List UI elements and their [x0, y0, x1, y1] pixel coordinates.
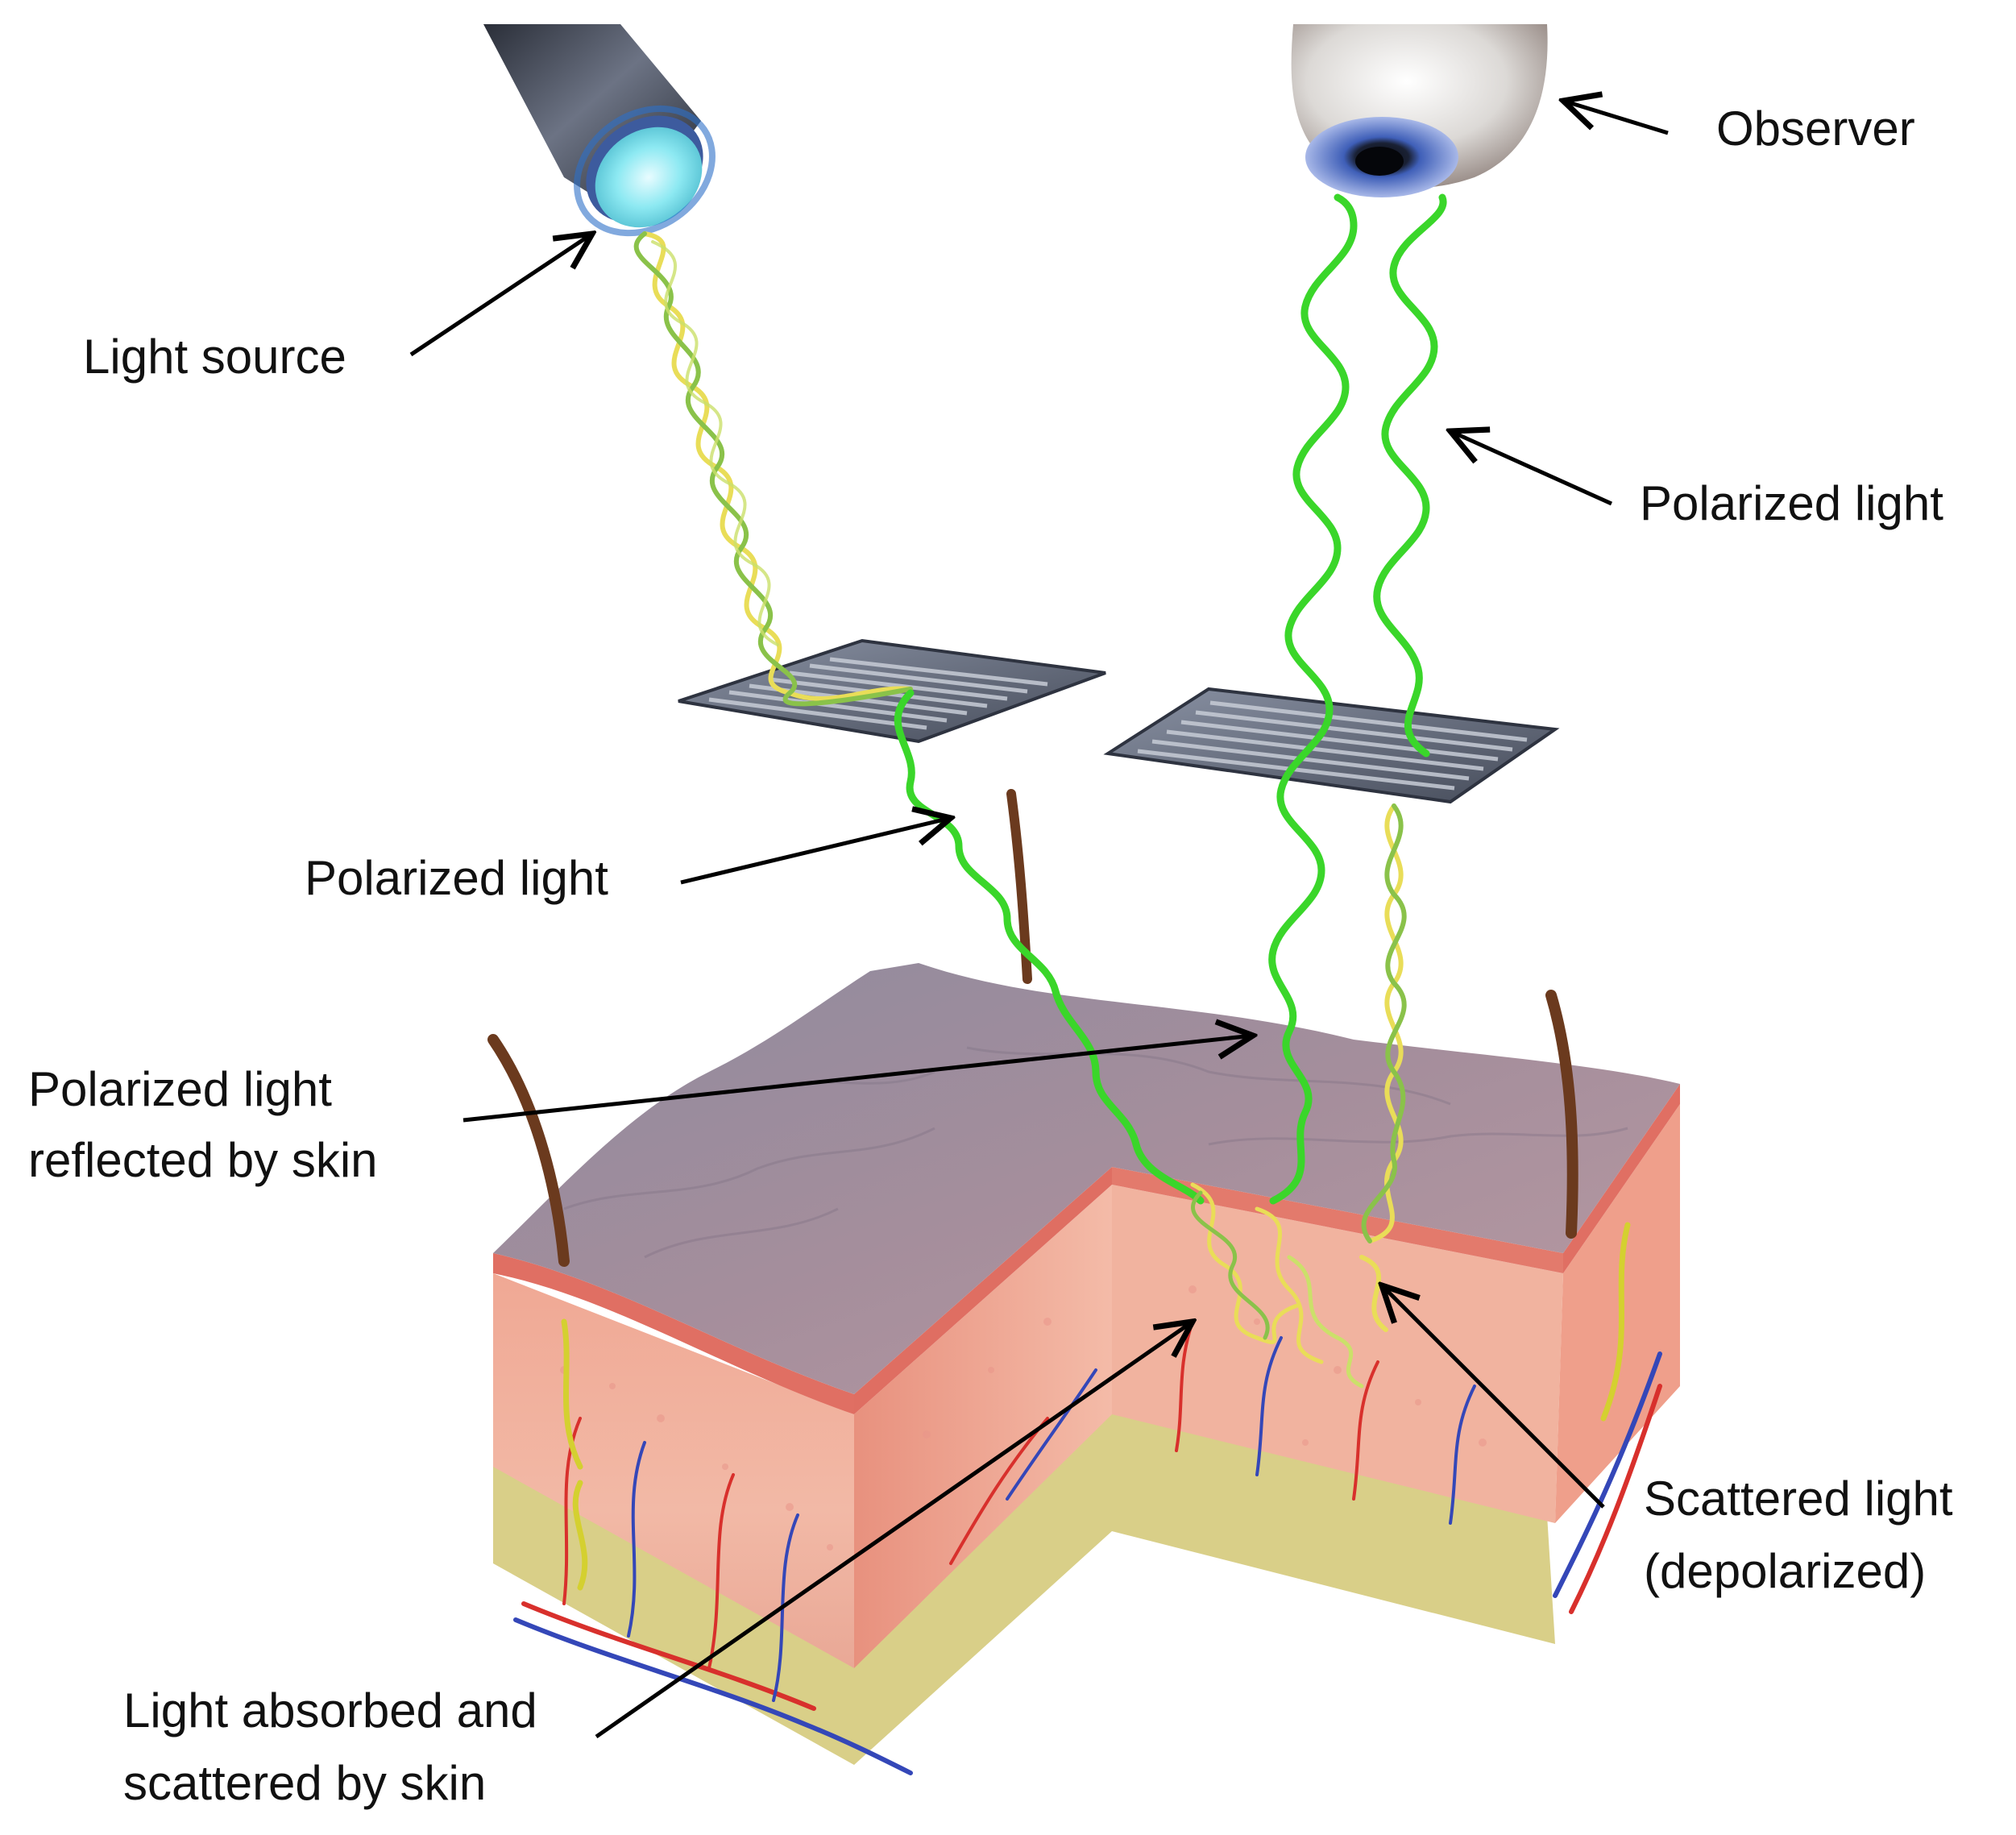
- epidermis-front: [493, 1253, 854, 1414]
- label-polarized-light-top: Polarized light: [1640, 476, 1943, 530]
- arrow-absorbed: [595, 1322, 1193, 1739]
- observed-polarized-wave: [1373, 193, 1447, 758]
- arrow-polarized-top: [1450, 431, 1613, 506]
- label-light-source: Light source: [83, 330, 346, 384]
- fat-layer: [493, 1406, 1555, 1765]
- label-reflected-line1: Polarized light: [28, 1062, 332, 1116]
- arrow-light-source: [409, 234, 592, 357]
- epidermis-middle: [854, 1167, 1112, 1414]
- hair-left: [487, 1034, 570, 1267]
- arrow-observer: [1563, 101, 1669, 135]
- arrow-polarized-middle: [680, 818, 951, 885]
- dermis-right-face: [1112, 1185, 1563, 1523]
- dermis-texture: [560, 1285, 1487, 1551]
- label-scattered-line1: Scattered light: [1644, 1472, 1953, 1526]
- label-absorbed-line1: Light absorbed and: [123, 1683, 537, 1737]
- skin-surface: [493, 963, 1680, 1394]
- pupil: [1355, 147, 1404, 176]
- label-reflected-line2: reflected by skin: [28, 1133, 378, 1187]
- label-polarized-light-middle: Polarized light: [305, 851, 608, 905]
- skin-surface-texture: [563, 1046, 1628, 1259]
- nerves: [561, 1222, 1631, 1591]
- callout-arrows: [409, 101, 1669, 1739]
- polarizing-filter-right: [1103, 687, 1560, 804]
- observer-eye: [1291, 24, 1548, 197]
- skin-block: [487, 789, 1680, 1775]
- labels: Light source Observer Polarized light Po…: [28, 102, 1953, 1810]
- light-source-device: [483, 24, 716, 237]
- reflected-polarized-wave: [1268, 193, 1358, 1205]
- unpolarized-incoming-beam: [633, 231, 913, 707]
- polarized-incident-wave: [894, 689, 1205, 1205]
- dermis-middle-face: [854, 1185, 1112, 1668]
- hair-right: [1545, 990, 1578, 1239]
- label-scattered-line2: (depolarized): [1644, 1544, 1926, 1598]
- arrow-reflected: [463, 1036, 1253, 1123]
- dermis-front-face: [493, 1273, 854, 1668]
- scattered-light-in-skin: [1190, 1182, 1364, 1389]
- arrow-scattered: [1382, 1285, 1605, 1509]
- label-absorbed-line2: scattered by skin: [123, 1756, 486, 1810]
- epidermis-right: [1112, 1167, 1563, 1273]
- epidermis-end: [1563, 1084, 1680, 1273]
- label-observer: Observer: [1716, 102, 1915, 156]
